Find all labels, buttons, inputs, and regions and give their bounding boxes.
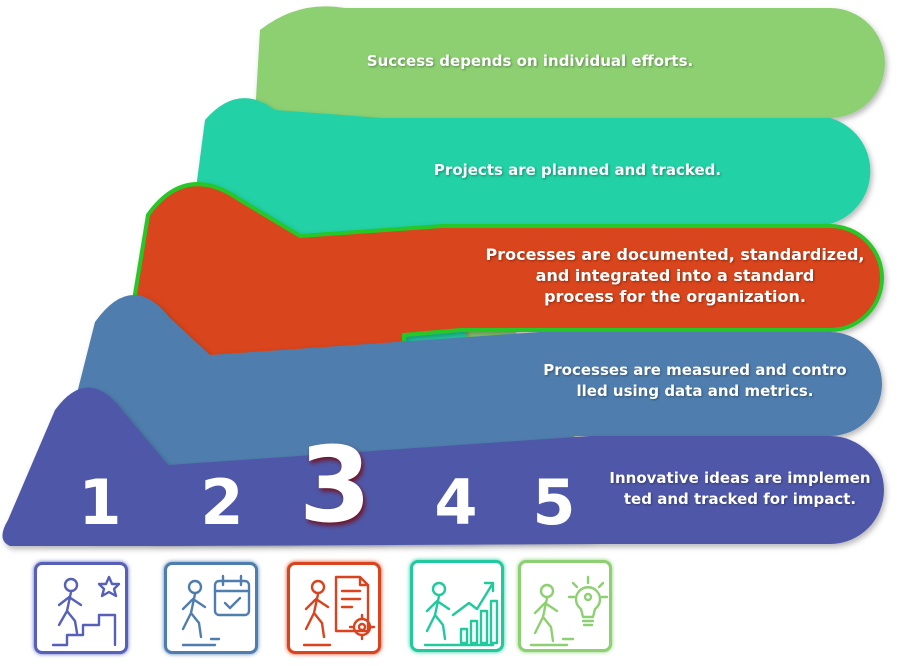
level-3-text: Processes are documented, standardized, …: [485, 245, 865, 306]
level-4-text: Projects are planned and tracked.: [433, 161, 722, 179]
level-1-text: Innovative ideas are implemen ted and tr…: [609, 469, 871, 508]
walking-growth-chart-icon: [410, 560, 504, 652]
climbing-stairs-star-icon: [34, 562, 128, 654]
walking-document-gear-icon: [287, 562, 381, 654]
level-1-shape: [2, 387, 884, 546]
level-4-number: 4: [434, 466, 478, 539]
level-5-text: Success depends on individual efforts.: [366, 52, 694, 70]
level-2-number: 2: [200, 466, 244, 539]
walking-lightbulb-icon: [518, 560, 612, 652]
level-1-number: 1: [78, 466, 122, 539]
level-5-number: 5: [532, 466, 576, 539]
level-3-number: 3: [298, 424, 372, 546]
walking-calendar-icon: [164, 562, 258, 654]
level-2-text: Processes are measured and contro lled u…: [543, 361, 847, 400]
